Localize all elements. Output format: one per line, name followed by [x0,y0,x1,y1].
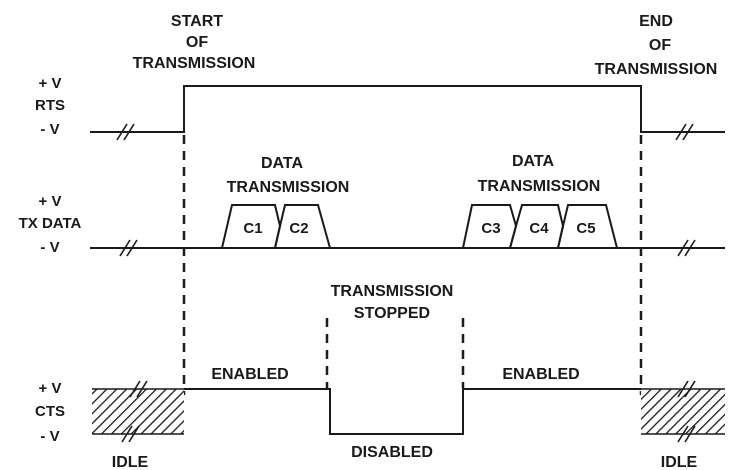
svg-text:TRANSMISSION: TRANSMISSION [478,178,601,195]
svg-text:- V: - V [40,428,59,445]
cts-signal-label: + V CTS - V [35,380,65,445]
svg-text:TRANSMISSION: TRANSMISSION [227,179,350,196]
svg-text:CTS: CTS [35,403,65,420]
char-label-c3: C3 [481,220,500,237]
tx-data-waveform: C1 C2 C3 C4 C5 [90,204,725,257]
data-burst-1: C1 C2 [220,204,332,249]
svg-text:TRANSMISSION: TRANSMISSION [133,55,256,72]
data-burst-2: C3 C4 C5 [461,204,619,249]
rts-break-right [675,123,694,141]
idle-label-right: IDLE [661,454,698,470]
svg-text:STOPPED: STOPPED [354,305,430,322]
svg-text:OF: OF [186,34,208,51]
char-frame-c3 [461,204,518,249]
svg-text:START: START [171,13,223,30]
svg-text:DATA: DATA [261,155,304,172]
char-frame-c5 [556,204,619,249]
svg-text:TRANSMISSION: TRANSMISSION [595,61,718,78]
tx-break-left [119,239,138,257]
svg-text:- V: - V [40,121,59,138]
disabled-label: DISABLED [351,444,433,461]
char-label-c4: C4 [529,220,549,237]
svg-text:OF: OF [649,37,671,54]
char-label-c5: C5 [576,220,595,237]
svg-text:RTS: RTS [35,97,65,114]
idle-hatch-right [641,389,725,434]
svg-text:- V: - V [40,239,59,256]
svg-text:TX DATA: TX DATA [19,215,82,232]
tx-data-signal-label: + V TX DATA - V [19,193,82,256]
char-frame-c2 [273,204,332,249]
enabled-label-left: ENABLED [211,366,288,383]
data-transmission-label-1: DATA TRANSMISSION [227,155,350,196]
svg-text:END: END [639,13,673,30]
end-of-transmission-label: END OF TRANSMISSION [595,13,718,78]
svg-text:+ V: + V [39,193,62,210]
char-label-c2: C2 [289,220,308,237]
char-frame-c1 [220,204,282,249]
transmission-stopped-label: TRANSMISSION STOPPED [331,283,454,322]
char-label-c1: C1 [243,220,262,237]
cts-waveform [92,380,725,443]
idle-label-left: IDLE [112,454,149,470]
rts-signal-label: + V RTS - V [35,75,65,138]
svg-text:+ V: + V [39,75,62,92]
rts-waveform [90,85,725,141]
start-of-transmission-label: START OF TRANSMISSION [133,13,256,72]
rts-break-left [116,123,135,141]
svg-text:+ V: + V [39,380,62,397]
tx-break-right [677,239,696,257]
enabled-label-right: ENABLED [502,366,579,383]
cts-break-left [121,380,148,443]
cts-break-right [677,380,696,443]
data-transmission-label-2: DATA TRANSMISSION [478,153,601,195]
svg-text:TRANSMISSION: TRANSMISSION [331,283,454,300]
svg-text:DATA: DATA [512,153,555,170]
